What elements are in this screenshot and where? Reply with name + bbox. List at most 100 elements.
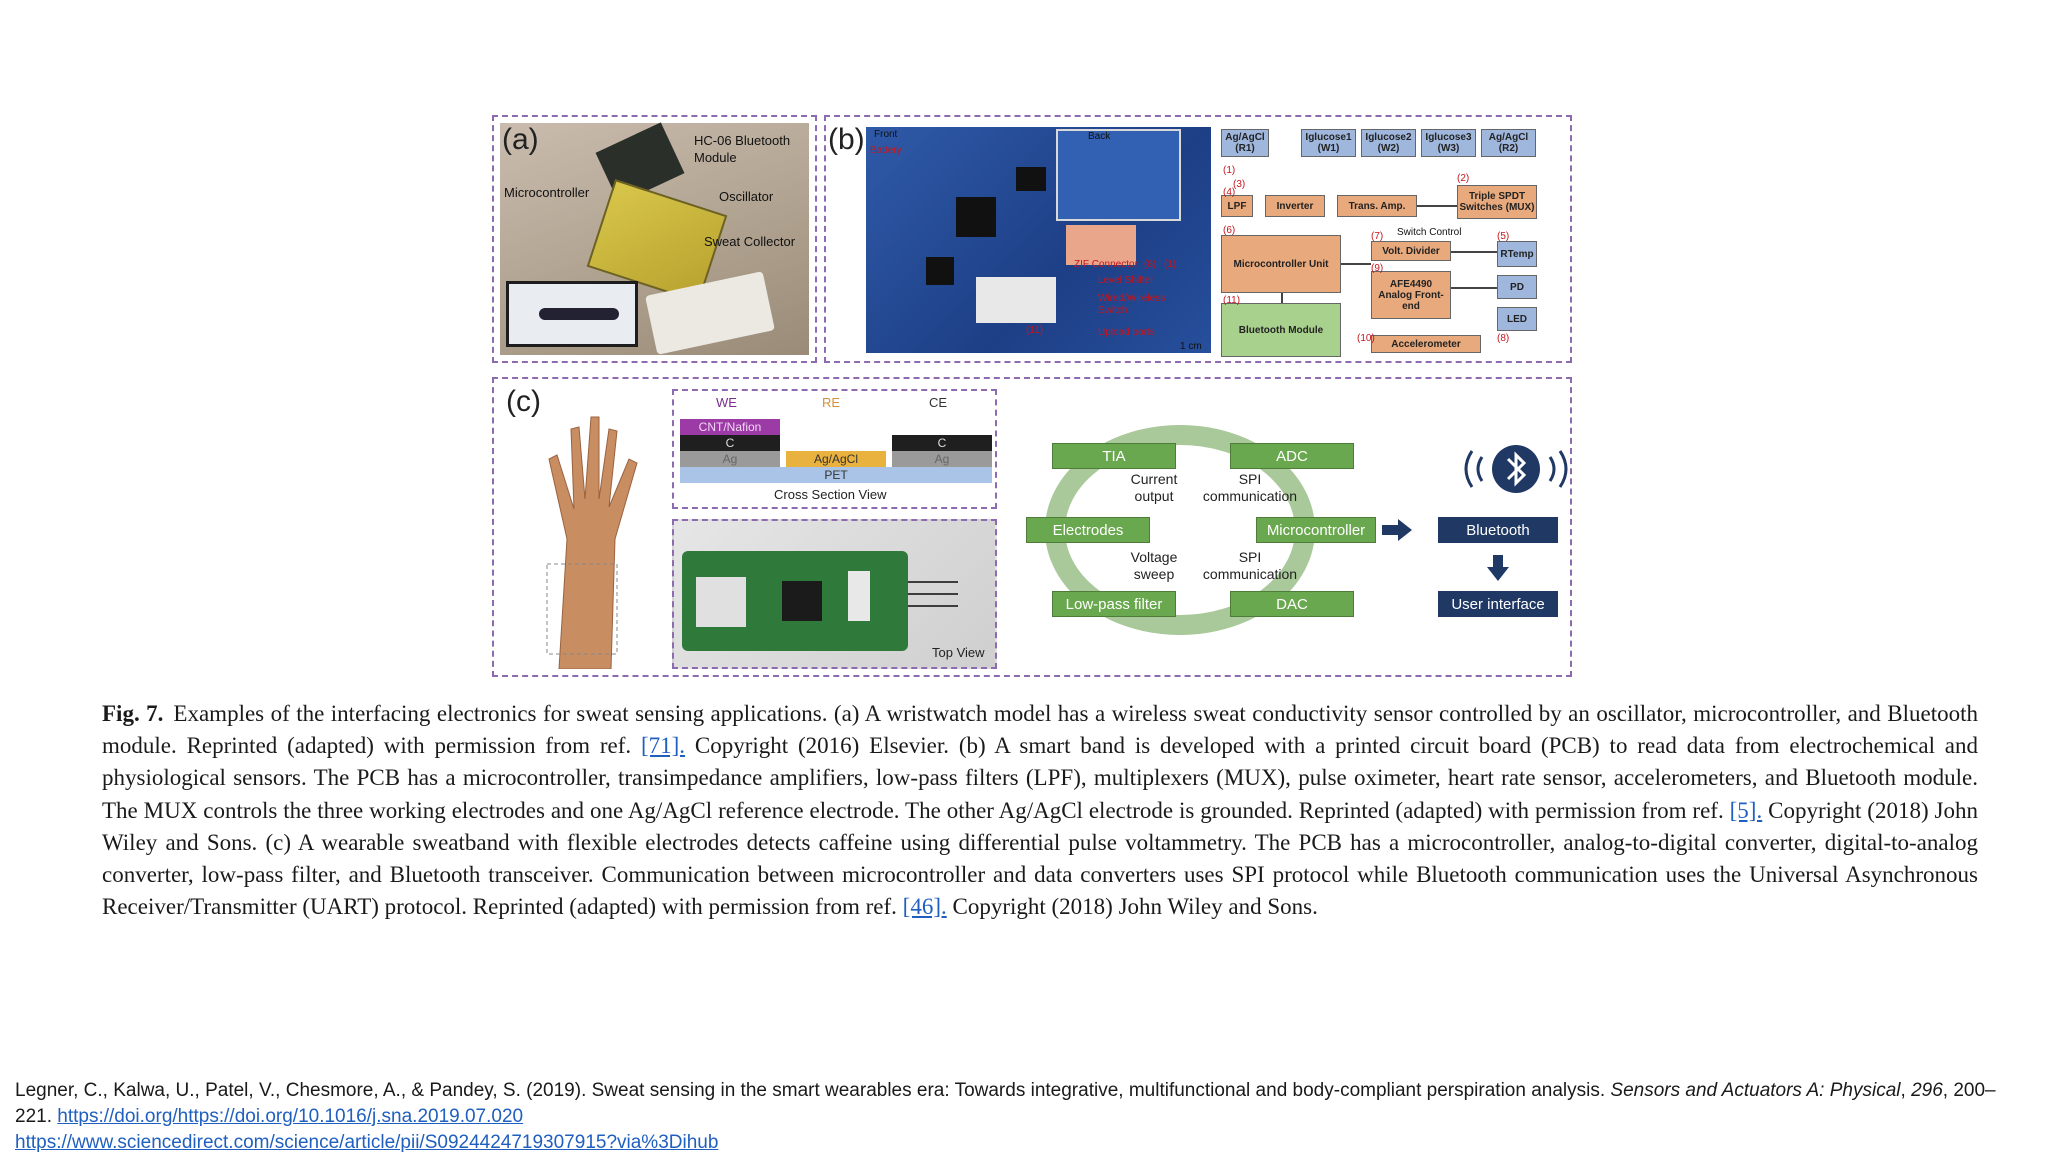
- connector-line: [1451, 287, 1497, 289]
- block-w1: Iglucose1 (W1): [1301, 129, 1356, 157]
- bluetooth-module-board: [976, 277, 1056, 323]
- block-w2: Iglucose2 (W2): [1361, 129, 1416, 157]
- caption-text: Copyright (2018) John Wiley and Sons. (c…: [102, 797, 1978, 920]
- reference-link-5[interactable]: [5].: [1729, 797, 1763, 823]
- block-microcontroller-unit: Microcontroller Unit: [1221, 235, 1341, 293]
- connector-line: [1417, 205, 1457, 207]
- block-ag-agcl-r2: Ag/AgCl (R2): [1481, 129, 1536, 157]
- label-zif-connector: ZIF Connector: [1074, 259, 1138, 270]
- block-volt-divider: Volt. Divider: [1371, 241, 1451, 261]
- block-w3: Iglucose3 (W3): [1421, 129, 1476, 157]
- pcb-chip: [926, 257, 954, 285]
- electrode-wire: [908, 593, 958, 595]
- annotation-microcontroller: Microcontroller: [504, 185, 590, 200]
- arm-illustration: [546, 416, 638, 669]
- layer-pet: PET: [680, 467, 992, 483]
- electrode-wire: [908, 605, 958, 607]
- label-cross-section-view: Cross Section View: [774, 487, 887, 502]
- label-front: Front: [874, 129, 898, 140]
- annotation-module: Module: [694, 150, 737, 165]
- block-pd: PD: [1497, 275, 1537, 299]
- arrow-right-icon: [1382, 519, 1412, 541]
- arrow-down-icon: [1487, 555, 1509, 581]
- layer-silver-we: Ag: [680, 451, 780, 467]
- flow-box-adc: ADC: [1230, 443, 1354, 469]
- label-n4: (4): [1223, 187, 1236, 198]
- citation-pages: , 200–221.: [15, 1080, 1996, 1127]
- block-lpf: LPF: [1221, 195, 1253, 217]
- flow-box-electrodes: Electrodes: [1026, 517, 1150, 543]
- panel-c-label: (c): [506, 385, 541, 418]
- citation-authors-title: Legner, C., Kalwa, U., Patel, V., Chesmo…: [15, 1080, 1611, 1101]
- figure-caption: Fig. 7.Examples of the interfacing elect…: [102, 698, 1978, 923]
- label-n5: (5): [1497, 231, 1510, 242]
- annotation-sweat-collector: Sweat Collector: [704, 234, 796, 249]
- label-n2: (2): [1457, 173, 1470, 184]
- flow-box-tia: TIA: [1052, 443, 1176, 469]
- flow-box-bluetooth: Bluetooth: [1438, 517, 1558, 543]
- label-battery: Battery: [870, 145, 902, 156]
- layer-carbon-we: C: [680, 435, 780, 451]
- pcb-bluetooth-module: [696, 577, 746, 627]
- pcb-photo: [866, 127, 1211, 353]
- block-inverter: Inverter: [1265, 195, 1325, 217]
- annotation-oscillator: Oscillator: [719, 189, 774, 204]
- label-wired-wireless: Wired/Wireless: [1098, 293, 1166, 304]
- caption-text: Copyright (2018) John Wiley and Sons.: [946, 894, 1318, 920]
- block-mux: Triple SPDT Switches (MUX): [1457, 185, 1537, 219]
- reference-link-71[interactable]: [71].: [640, 733, 686, 759]
- flow-label-current-output: Current output: [1130, 471, 1178, 504]
- caption-label: Fig. 7.: [102, 701, 164, 726]
- block-accelerometer: Accelerometer: [1371, 335, 1481, 353]
- label-switch: Switch: [1098, 305, 1128, 316]
- layer-cnt-nafion: CNT/Nafion: [680, 419, 780, 435]
- flow-label-spi-top: SPI communication: [1202, 471, 1298, 504]
- connector-line: [1341, 263, 1371, 265]
- figure-panel-b: (b) Front Back Battery ZIF Connector (8)…: [824, 115, 1572, 363]
- label-switch-control: Switch Control: [1397, 227, 1462, 238]
- pcb-chip: [1016, 167, 1046, 191]
- cross-section-view: WE RE CE CNT/Nafion C Ag Ag/AgCl C Ag PE…: [672, 389, 997, 509]
- label-n6: (6): [1223, 225, 1236, 236]
- label-n7: (7): [1371, 231, 1384, 242]
- pcb-connector: [848, 571, 870, 621]
- label-upload-ports: Upload ports: [1098, 327, 1155, 338]
- label-n8-photo: (8): [1144, 259, 1157, 270]
- flow-label-voltage-sweep: Voltage sweep: [1130, 549, 1178, 582]
- doi-link[interactable]: https://doi.org/https://doi.org/10.1016/…: [57, 1106, 524, 1127]
- citation-volume: 296: [1911, 1080, 1943, 1101]
- sciencedirect-link[interactable]: https://www.sciencedirect.com/science/ar…: [15, 1132, 719, 1152]
- bluetooth-icon: [1464, 445, 1568, 493]
- flow-box-low-pass-filter: Low-pass filter: [1052, 591, 1176, 617]
- wrist-inset-photo: [506, 281, 638, 347]
- block-afe4490: AFE4490 Analog Front-end: [1371, 271, 1451, 319]
- block-bluetooth-module: Bluetooth Module: [1221, 303, 1341, 357]
- connector-line: [1281, 293, 1283, 303]
- flex-sensor-image: [1066, 225, 1136, 265]
- label-n1: (1): [1223, 165, 1236, 176]
- smart-band-block-diagram: Ag/AgCl (R1) Iglucose1 (W1) Iglucose2 (W…: [1221, 123, 1566, 357]
- figure-panel-a: (a) HC-06 Bluetooth Module Microcontroll…: [492, 115, 817, 363]
- label-n8: (8): [1497, 333, 1510, 344]
- figure-panel-c: (c) WE RE CE CNT/Nafion C Ag Ag/AgCl C A…: [492, 377, 1572, 677]
- pcb-back-photo: [1056, 129, 1181, 221]
- panel-b-label: (b): [828, 123, 865, 156]
- label-we: WE: [716, 395, 737, 410]
- connector-line: [1451, 251, 1497, 253]
- label-n9: (9): [1371, 263, 1384, 274]
- block-ag-agcl-r1: Ag/AgCl (R1): [1221, 129, 1269, 157]
- label-n1-photo: (1): [1164, 259, 1177, 270]
- pcb-board-image: [682, 551, 908, 651]
- electrode-wire: [908, 581, 958, 583]
- pcb-microcontroller-chip: [782, 581, 822, 621]
- citation-journal: Sensors and Actuators A: Physical: [1610, 1080, 1901, 1101]
- layer-ag-agcl: Ag/AgCl: [786, 451, 886, 467]
- label-n3: (3): [1233, 179, 1246, 190]
- flow-box-dac: DAC: [1230, 591, 1354, 617]
- reference-link-46[interactable]: [46].: [902, 894, 947, 920]
- label-top-view: Top View: [932, 645, 985, 660]
- pcb-chip: [956, 197, 996, 237]
- citation-text: Legner, C., Kalwa, U., Patel, V., Chesmo…: [15, 1080, 1996, 1127]
- panel-a-label: (a): [502, 123, 539, 156]
- label-ce: CE: [929, 395, 948, 410]
